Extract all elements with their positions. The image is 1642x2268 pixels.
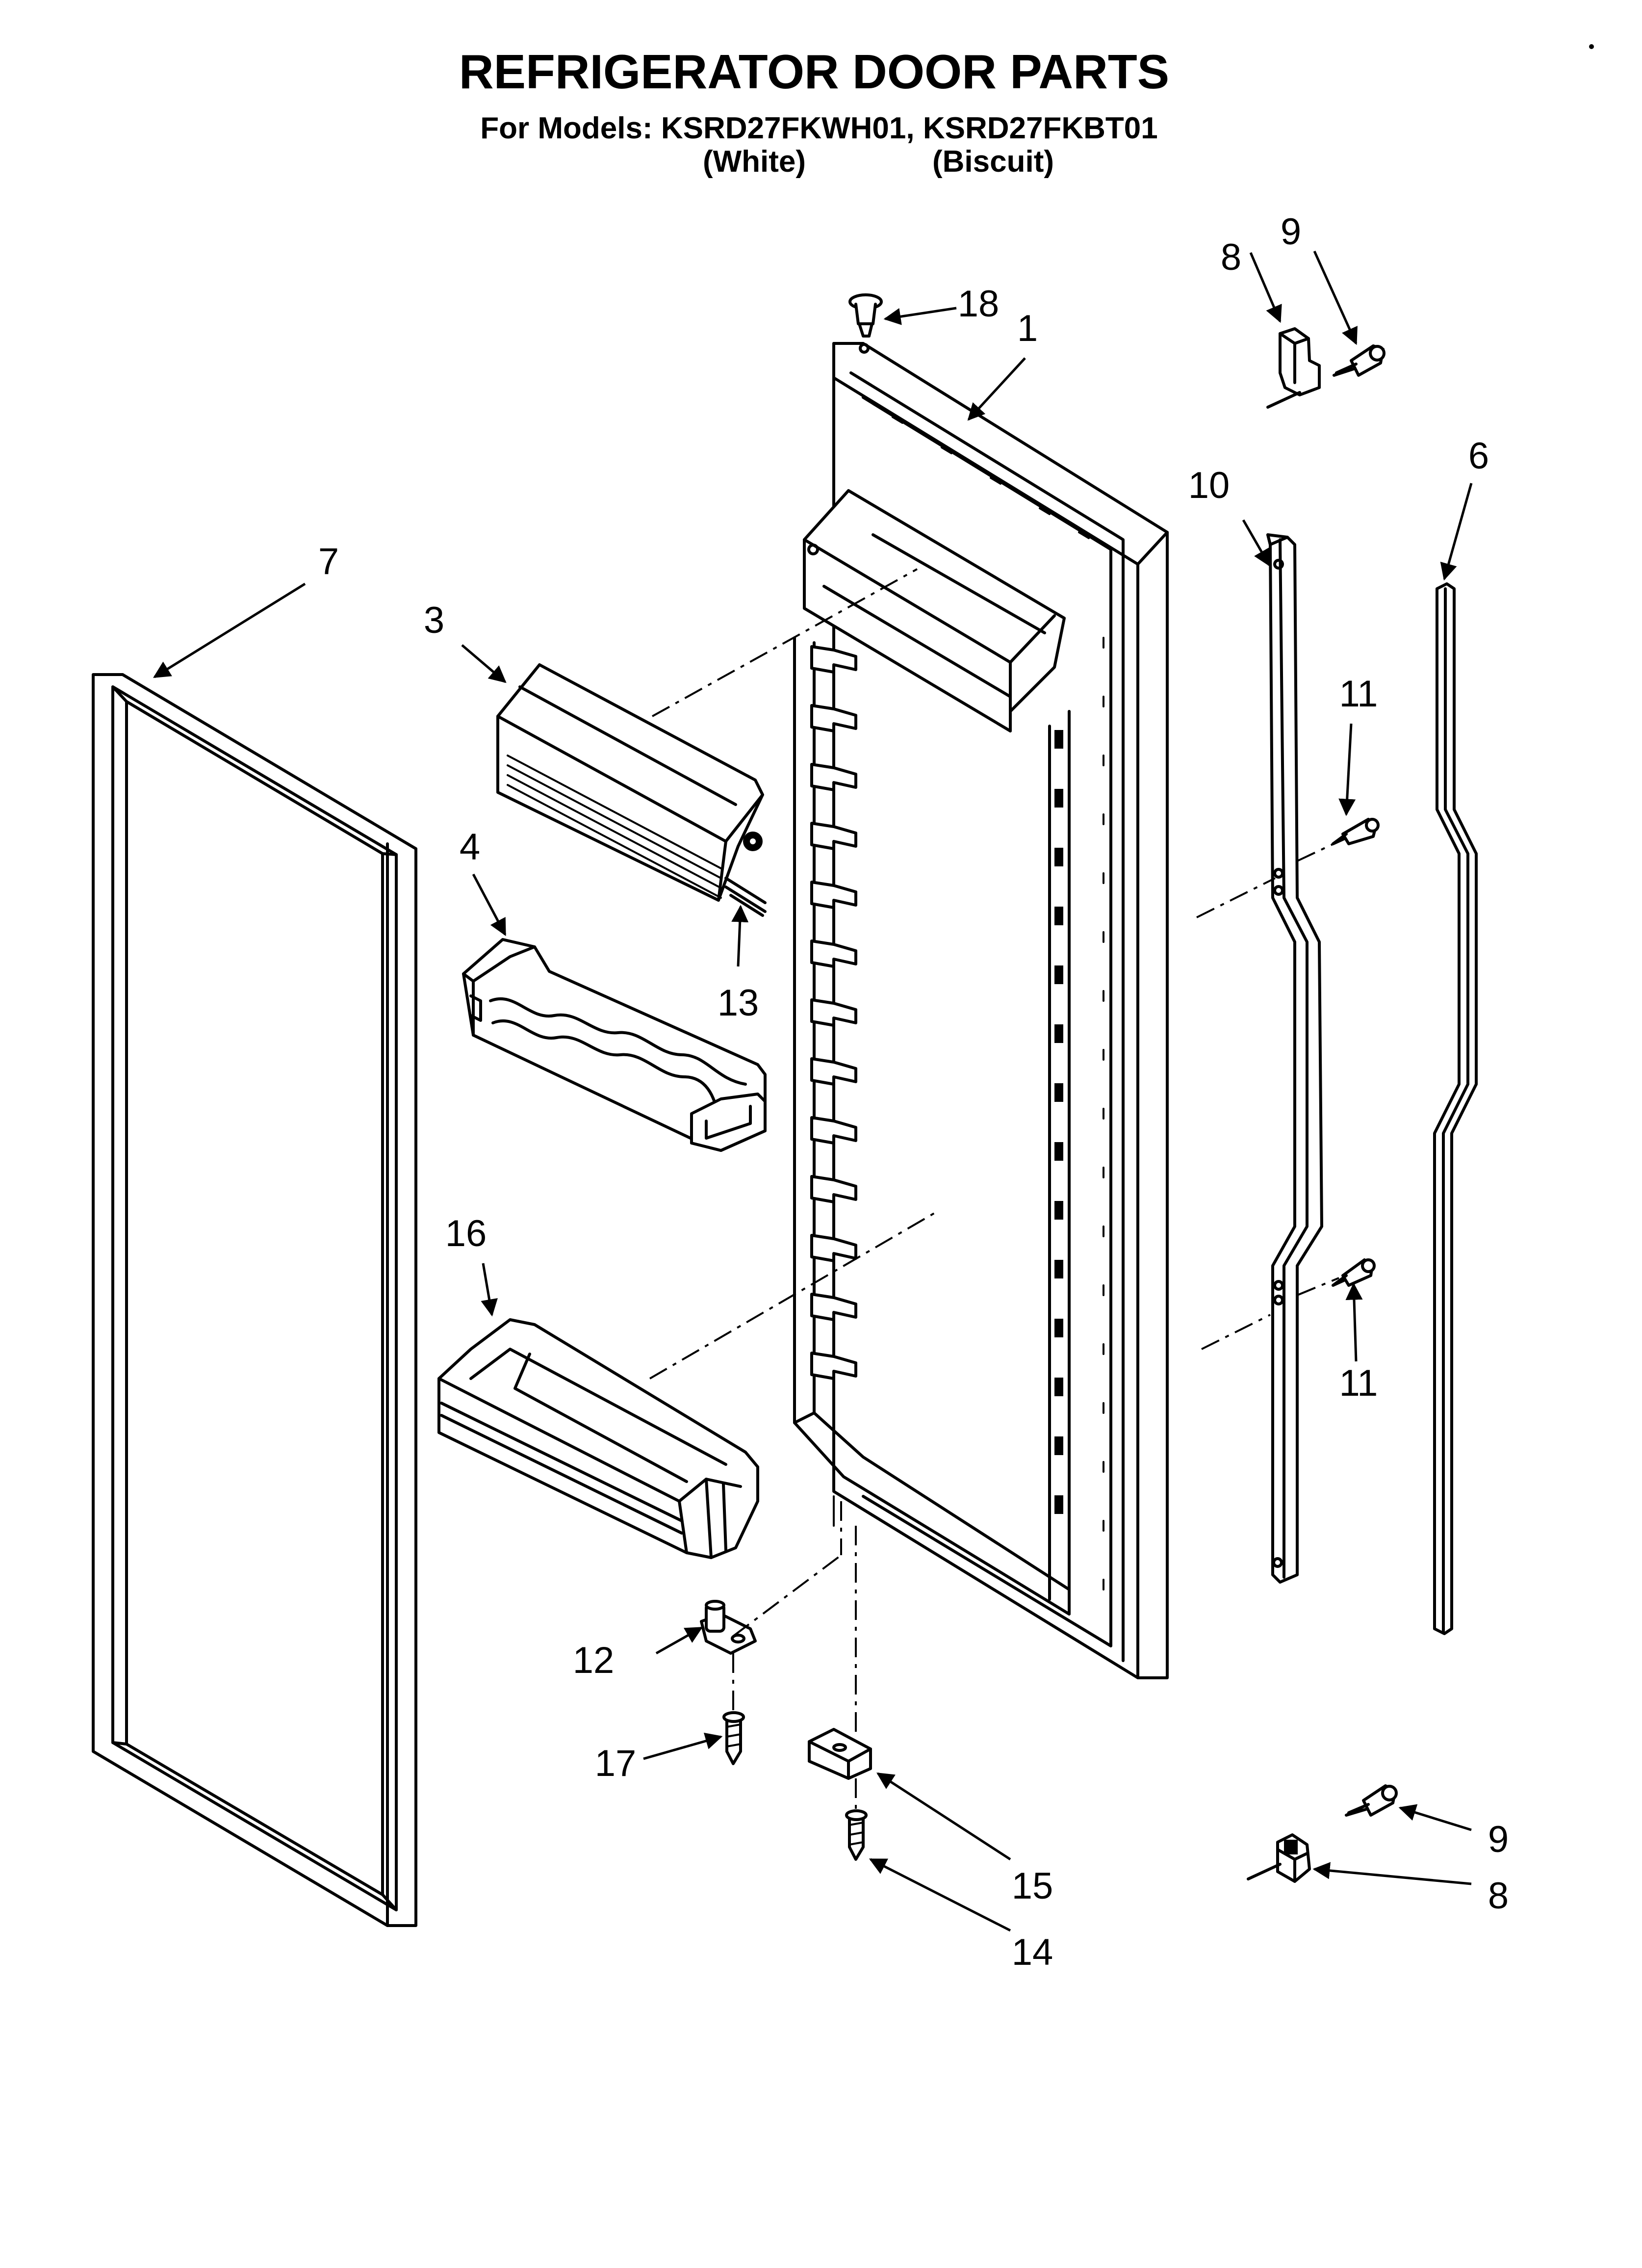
corner-mark — [1589, 44, 1594, 49]
part-11-screw-bottom — [1332, 1258, 1376, 1287]
part-11-screw-top — [1332, 818, 1380, 845]
callout-10: 10 — [1188, 465, 1230, 506]
part-6-strip — [1433, 582, 1478, 1635]
callout-13: 13 — [718, 982, 759, 1024]
part-12-hinge-pin — [700, 1600, 757, 1655]
part-1-door-liner — [793, 342, 1169, 1679]
callout-14: 14 — [1012, 1931, 1053, 1973]
callout-7: 7 — [318, 541, 339, 582]
part-3-dispenser-shelf — [496, 663, 764, 902]
part-10-reinforcement-strip — [1266, 533, 1323, 1584]
part-4-can-rack — [462, 938, 767, 1152]
part-16-door-bin — [437, 1318, 759, 1559]
part-9-screw-top — [1333, 344, 1385, 377]
callout-8-top: 8 — [1221, 236, 1241, 278]
part-8-hinge-cover-top — [1266, 327, 1321, 409]
alignment-lines — [649, 568, 1339, 1813]
part-18-plug — [848, 293, 883, 354]
callout-6: 6 — [1468, 435, 1489, 477]
part-13-water-tube — [724, 877, 767, 917]
callout-8-bottom: 8 — [1488, 1875, 1509, 1917]
callout-3: 3 — [424, 600, 444, 641]
part-15-door-stop — [808, 1728, 872, 1780]
color-label-white: (White) — [703, 145, 806, 179]
callout-11-bottom: 11 — [1339, 1362, 1378, 1404]
callout-4: 4 — [460, 826, 480, 868]
part-17-screw — [722, 1711, 745, 1765]
callout-arrows — [153, 250, 1473, 1932]
color-label-biscuit: (Biscuit) — [932, 145, 1054, 179]
callout-11-top: 11 — [1339, 673, 1378, 715]
callout-labels: 1 18 7 3 4 13 16 8 9 10 6 11 11 12 17 15… — [318, 211, 1509, 1973]
callout-16: 16 — [445, 1213, 487, 1254]
callout-18: 18 — [958, 283, 1000, 325]
liner-frame-dashes — [892, 416, 1104, 1590]
part-14-screw — [845, 1809, 868, 1861]
page-title: REFRIGERATOR DOOR PARTS — [459, 45, 1169, 99]
part-7-door-gasket — [92, 673, 417, 1927]
callout-9-bottom: 9 — [1488, 1819, 1509, 1860]
part-9-screw-bottom — [1345, 1784, 1398, 1817]
liner-shelf-clips-right — [1054, 730, 1063, 1514]
callout-12: 12 — [573, 1640, 615, 1681]
models-line: For Models: KSRD27FKWH01, KSRD27FKBT01 — [480, 111, 1157, 145]
callout-1: 1 — [1017, 308, 1038, 349]
part-8-hinge-cover-bottom — [1247, 1833, 1311, 1883]
callout-9-top: 9 — [1281, 211, 1301, 253]
callout-17: 17 — [595, 1743, 637, 1784]
liner-shelf-clips-left — [810, 645, 857, 1380]
callout-15: 15 — [1012, 1865, 1053, 1907]
